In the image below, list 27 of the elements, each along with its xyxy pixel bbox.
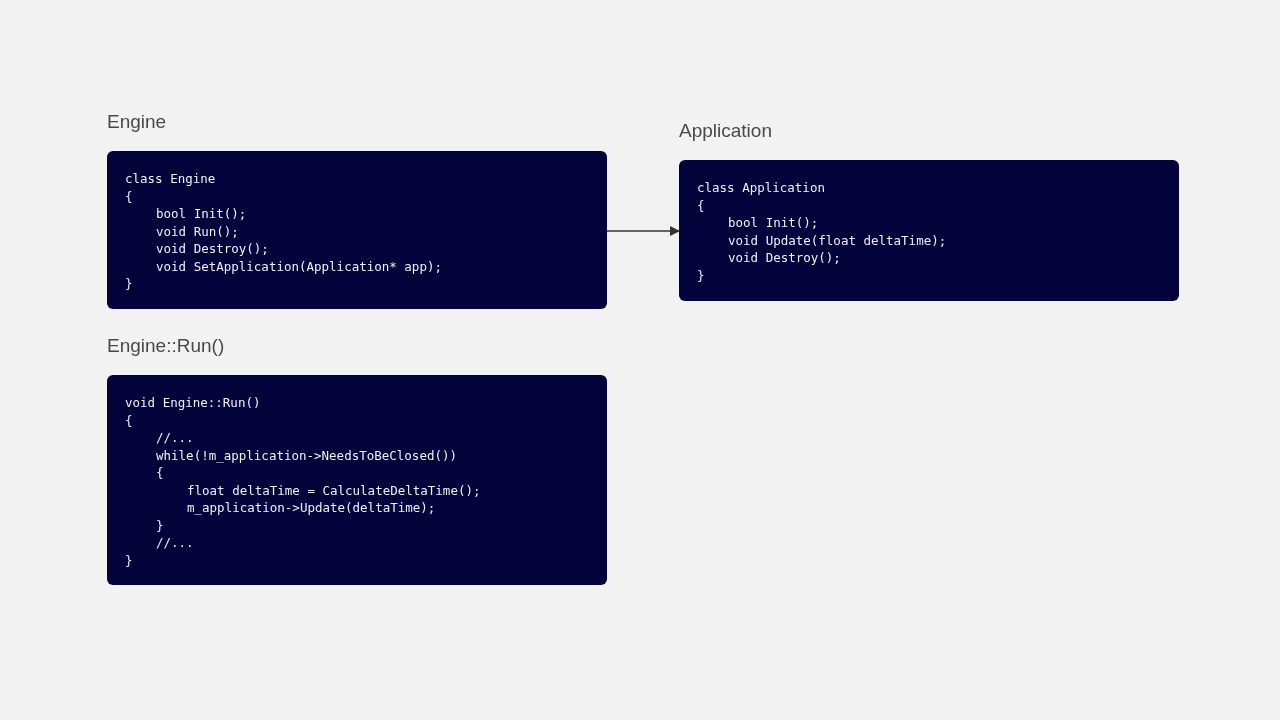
code-line: void Destroy(); xyxy=(728,249,841,267)
code-line: while(!m_application->NeedsToBeClosed()) xyxy=(156,446,458,464)
section-heading: Engine xyxy=(107,110,167,134)
code-line: m_application->Update(deltaTime); xyxy=(187,499,436,517)
code-line: bool Init(); xyxy=(156,205,247,223)
code-line: //... xyxy=(156,429,194,447)
code-line: bool Init(); xyxy=(728,214,819,232)
code-line: { xyxy=(125,411,133,429)
code-line: void Destroy(); xyxy=(156,240,269,258)
code-line: //... xyxy=(156,534,194,552)
code-line: } xyxy=(156,516,164,534)
code-line: void Update(float deltaTime); xyxy=(728,231,947,249)
section-heading: Application xyxy=(679,119,772,143)
code-line: class Engine xyxy=(125,170,216,188)
code-line: } xyxy=(697,266,705,284)
code-line: float deltaTime = CalculateDeltaTime(); xyxy=(187,481,481,499)
code-line: class Application xyxy=(697,179,825,197)
code-line: } xyxy=(125,275,133,293)
section-heading: Engine::Run() xyxy=(107,334,225,358)
code-line: { xyxy=(156,464,164,482)
code-line: void Engine::Run() xyxy=(125,394,261,412)
arrow xyxy=(606,226,680,236)
code-line: void Run(); xyxy=(156,222,239,240)
code-line: { xyxy=(125,187,133,205)
code-line: } xyxy=(125,551,133,569)
code-line: { xyxy=(697,196,705,214)
code-line: void SetApplication(Application* app); xyxy=(156,257,442,275)
